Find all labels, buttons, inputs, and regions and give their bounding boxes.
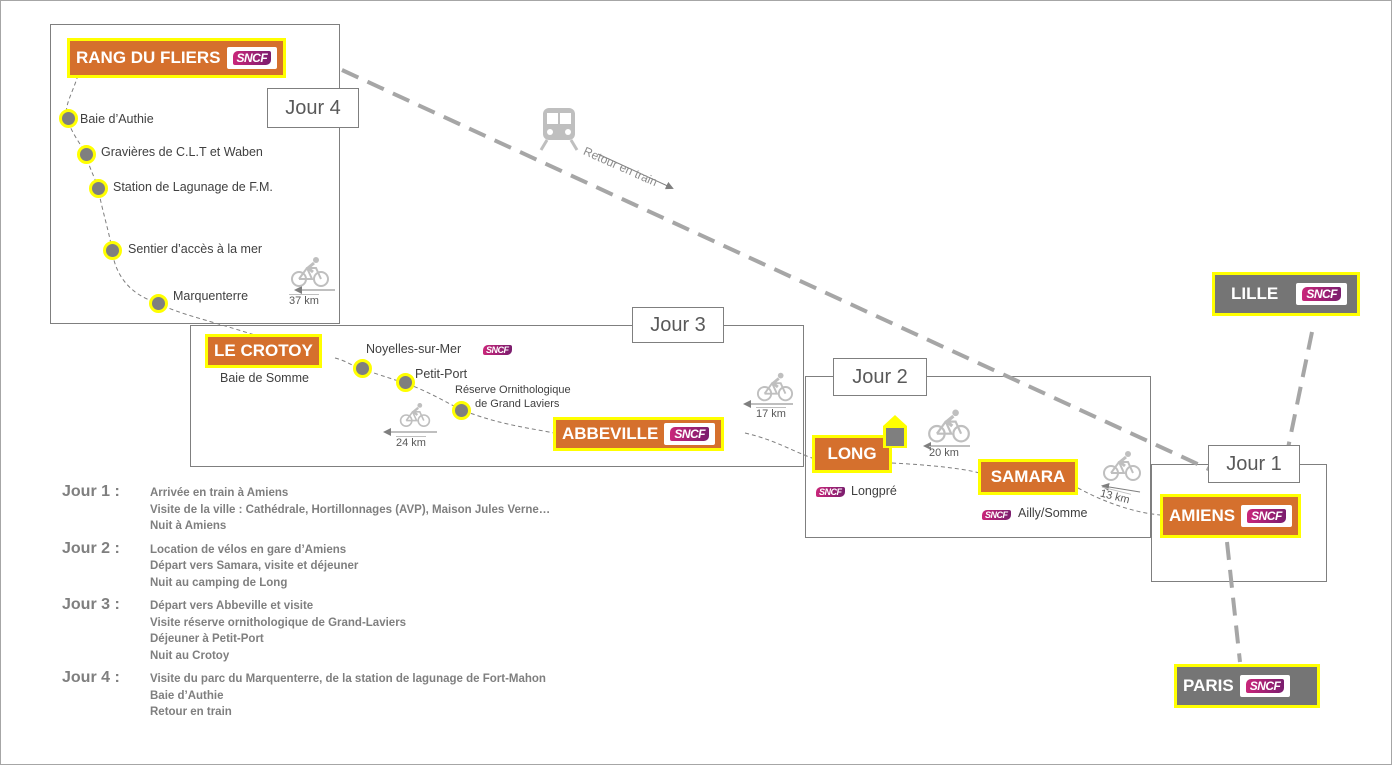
legend-day-2: Jour 2 : Location de vélos en gare d’Ami… <box>62 540 550 592</box>
distance-day3: 24 km <box>396 436 426 449</box>
distance-day4: 37 km <box>289 294 319 307</box>
stop-dot <box>452 401 471 420</box>
bike-icon <box>1103 451 1141 481</box>
sncf-logo: SNCF <box>1296 283 1347 305</box>
station-name: PARIS <box>1183 676 1234 695</box>
day-label-2: Jour 2 <box>833 358 927 396</box>
station-abbeville: ABBEVILLE SNCF <box>553 417 725 451</box>
distance-day3b: 17 km <box>756 407 786 420</box>
place-reserve-1: Réserve Ornithologique <box>455 384 571 396</box>
day-label-1: Jour 1 <box>1208 445 1300 483</box>
stop-dot <box>89 179 108 198</box>
legend-line: Nuit au Crotoy <box>150 649 230 662</box>
station-paris: PARIS SNCF <box>1174 664 1320 708</box>
legend-day-4: Jour 4 : Visite du parc du Marquenterre,… <box>62 669 550 721</box>
legend-line: Visite réserve ornithologique de Grand-L… <box>150 616 407 629</box>
lille-line <box>1285 331 1314 454</box>
station-name: RANG DU FLIERS <box>76 48 221 67</box>
station-lille: LILLE SNCF <box>1212 272 1360 316</box>
distance-day2: 20 km <box>929 446 959 459</box>
bike-icon <box>291 257 329 287</box>
paris-line <box>1225 541 1242 663</box>
place-baie-authie: Baie d’Authie <box>80 112 154 126</box>
bike-icon <box>756 372 794 402</box>
route-day1-2 <box>744 432 1161 516</box>
stop-dot <box>77 145 96 164</box>
stop-dot <box>59 109 78 128</box>
legend-line: Visite du parc du Marquenterre, de la st… <box>150 673 546 685</box>
legend-line: Retour en train <box>150 706 232 718</box>
station-name: LONG <box>827 444 877 463</box>
return-train-line <box>341 68 1216 474</box>
station-amiens: AMIENS SNCF <box>1160 494 1301 538</box>
legend-line: Déjeuner à Petit-Port <box>150 633 264 645</box>
legend-line: Départ vers Abbeville et visite <box>150 600 314 612</box>
sncf-logo: SNCF <box>980 508 1013 521</box>
legend-day-1: Jour 1 : Arrivée en train à Amiens Visit… <box>62 483 550 535</box>
legend-day-label: Jour 3 : <box>62 596 120 613</box>
place-marquenterre: Marquenterre <box>173 289 249 303</box>
place-noyelles: Noyelles-sur-Mer <box>366 342 462 356</box>
station-long: LONG <box>812 435 892 473</box>
sncf-logo: SNCF <box>1239 675 1291 697</box>
station-name: SAMARA <box>990 467 1066 486</box>
bike-icon <box>928 409 970 443</box>
legend-day-label: Jour 2 : <box>62 539 120 557</box>
day3-box <box>190 325 804 467</box>
legend-line: Départ vers Samara, visite et déjeuner <box>150 560 359 572</box>
legend-line: Baie d’Authie <box>150 689 224 702</box>
place-ailly: Ailly/Somme <box>1018 506 1088 520</box>
itinerary-legend: Jour 1 : Arrivée en train à Amiens Visit… <box>62 483 550 726</box>
place-sentier: Sentier d’accès à la mer <box>128 242 263 256</box>
stop-dot <box>396 373 415 392</box>
place-reserve-2: de Grand Laviers <box>475 398 560 410</box>
stop-dot <box>149 294 168 313</box>
stop-dot <box>353 359 372 378</box>
place-petit-port: Petit-Port <box>415 367 468 381</box>
sncf-logo: SNCF <box>481 343 514 356</box>
station-name: AMIENS <box>1169 506 1236 525</box>
bike-icon <box>399 403 431 427</box>
day2-box <box>805 376 1151 538</box>
day4-box <box>50 24 340 324</box>
legend-line: Location de vélos en gare d’Amiens <box>150 543 347 556</box>
day-label-3: Jour 3 <box>632 307 724 343</box>
station-name: LILLE <box>1231 284 1279 303</box>
sncf-logo: SNCF <box>664 423 716 445</box>
station-rang-du-fliers: RANG DU FLIERS SNCF <box>67 38 287 78</box>
station-samara: SAMARA <box>978 459 1078 495</box>
legend-line: Arrivée en train à Amiens <box>150 487 289 499</box>
place-baie-somme: Baie de Somme <box>220 371 309 385</box>
legend-day-label: Jour 4 : <box>62 669 120 686</box>
station-name: ABBEVILLE <box>562 424 659 443</box>
legend-line: Nuit à Amiens <box>150 520 227 532</box>
day-label-4: Jour 4 <box>267 88 359 128</box>
train-icon <box>539 108 579 151</box>
station-le-crotoy: LE CROTOY <box>205 334 322 368</box>
sncf-logo: SNCF <box>226 47 278 69</box>
legend-line: Visite de la ville : Cathédrale, Hortill… <box>150 503 551 516</box>
place-lagunage: Station de Lagunage de F.M. <box>113 180 273 194</box>
place-gravieres: Gravières de C.L.T et Waben <box>101 145 263 159</box>
house-icon <box>883 415 907 448</box>
legend-day-3: Jour 3 : Départ vers Abbeville et visite… <box>62 596 550 664</box>
stop-dot <box>103 241 122 260</box>
legend-day-label: Jour 1 : <box>62 483 120 500</box>
station-name: LE CROTOY <box>214 341 313 360</box>
place-longpre: Longpré <box>851 484 897 498</box>
legend-line: Nuit au camping de Long <box>150 576 288 589</box>
sncf-logo: SNCF <box>1241 505 1292 527</box>
sncf-logo: SNCF <box>814 485 847 498</box>
